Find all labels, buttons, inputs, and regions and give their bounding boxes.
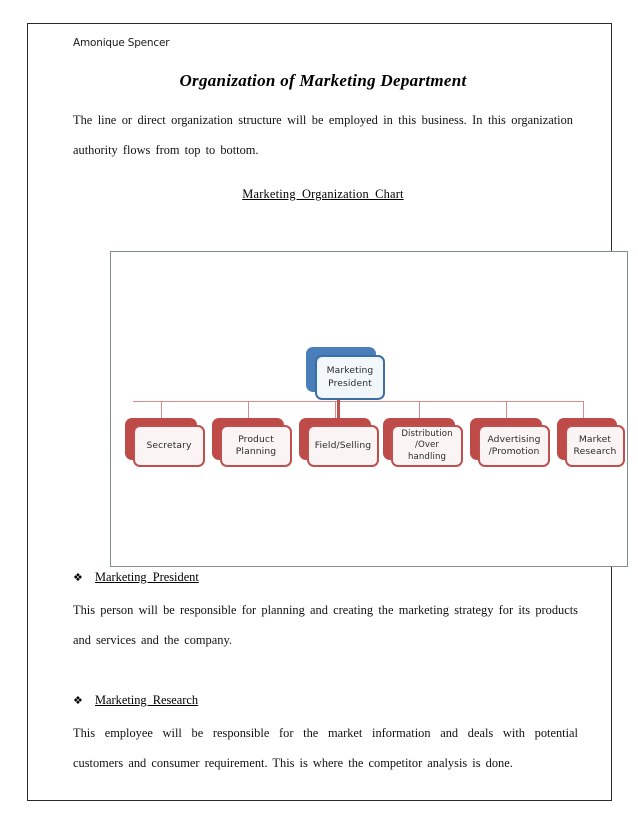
- org-node-label-line3: handling: [407, 451, 447, 462]
- org-node-label-line2: Planning: [235, 446, 277, 457]
- org-node-label-line1: Product: [238, 433, 274, 445]
- intro-paragraph: The line or direct organization structur…: [73, 113, 573, 157]
- org-node-distribution-over-handling[interactable]: Distribution /Over handling: [383, 418, 463, 467]
- chart-caption-text: Marketing Organization Chart: [242, 187, 404, 201]
- page-border: Amonique Spencer Organization of Marketi…: [27, 23, 628, 801]
- org-node-label-line1: Field/Selling: [314, 439, 372, 451]
- org-node-product-planning[interactable]: Product Planning: [212, 418, 292, 467]
- connector-drop-distribution: [419, 401, 421, 418]
- section-marketing-research: ❖ Marketing Research This employee will …: [73, 689, 578, 778]
- document-body: Amonique Spencer Organization of Marketi…: [73, 36, 573, 202]
- org-node-body: Secretary: [133, 425, 205, 467]
- org-node-label-line1: Market: [578, 433, 612, 445]
- org-node-label-line2: Research: [573, 446, 617, 457]
- section-heading: Marketing Research: [95, 693, 199, 707]
- author-header: Amonique Spencer: [73, 37, 170, 49]
- connector-horizontal-bus: [133, 401, 584, 403]
- diamond-bullet-icon: ❖: [73, 571, 83, 584]
- org-node-body: Advertising /Promotion: [478, 425, 550, 467]
- org-node-label-line2: /Promotion: [488, 446, 540, 457]
- connector-drop-product-planning: [248, 401, 250, 418]
- org-chart-container: Marketing President Secretary: [110, 251, 628, 567]
- org-node-label-line2: /Over: [414, 440, 440, 451]
- org-node-advertising-promotion[interactable]: Advertising /Promotion: [470, 418, 550, 467]
- org-node-body: Market Research: [565, 425, 625, 467]
- connector-drop-field-selling: [335, 401, 337, 418]
- section-body: This person will be responsible for plan…: [73, 603, 578, 647]
- section-heading: Marketing President: [95, 570, 199, 584]
- org-node-body: Marketing President: [315, 355, 385, 400]
- page-title: Organization of Marketing Department: [179, 71, 467, 90]
- connector-drop-secretary: [161, 401, 163, 418]
- org-node-label-line2: President: [328, 377, 372, 389]
- sections-wrapper: ❖ Marketing President This person will b…: [73, 558, 578, 778]
- org-chart-stage: Marketing President Secretary: [111, 252, 627, 566]
- section-heading-row: ❖ Marketing Research: [73, 689, 578, 712]
- org-node-body: Field/Selling: [307, 425, 379, 467]
- org-node-body: Distribution /Over handling: [391, 425, 463, 467]
- connector-drop-advertising: [506, 401, 508, 418]
- org-node-field-selling[interactable]: Field/Selling: [299, 418, 379, 467]
- org-node-label-line1: Distribution: [401, 428, 453, 439]
- section-marketing-president: ❖ Marketing President This person will b…: [73, 566, 578, 655]
- chart-caption: Marketing Organization Chart: [73, 187, 573, 202]
- org-node-label-line1: Marketing: [326, 365, 374, 376]
- diamond-bullet-icon: ❖: [73, 694, 83, 707]
- org-node-label-line1: Secretary: [146, 439, 192, 451]
- connector-drop-center: [337, 401, 340, 418]
- org-node-market-research[interactable]: Market Research: [557, 418, 625, 467]
- section-spacer: [73, 655, 578, 681]
- connector-drop-market-research: [583, 401, 585, 418]
- section-body: This employee will be responsible for th…: [73, 726, 578, 770]
- section-heading-row: ❖ Marketing President: [73, 566, 578, 589]
- org-node-body: Product Planning: [220, 425, 292, 467]
- org-node-marketing-president[interactable]: Marketing President: [306, 347, 385, 400]
- org-node-secretary[interactable]: Secretary: [125, 418, 205, 467]
- org-node-label-line1: Advertising: [487, 433, 541, 445]
